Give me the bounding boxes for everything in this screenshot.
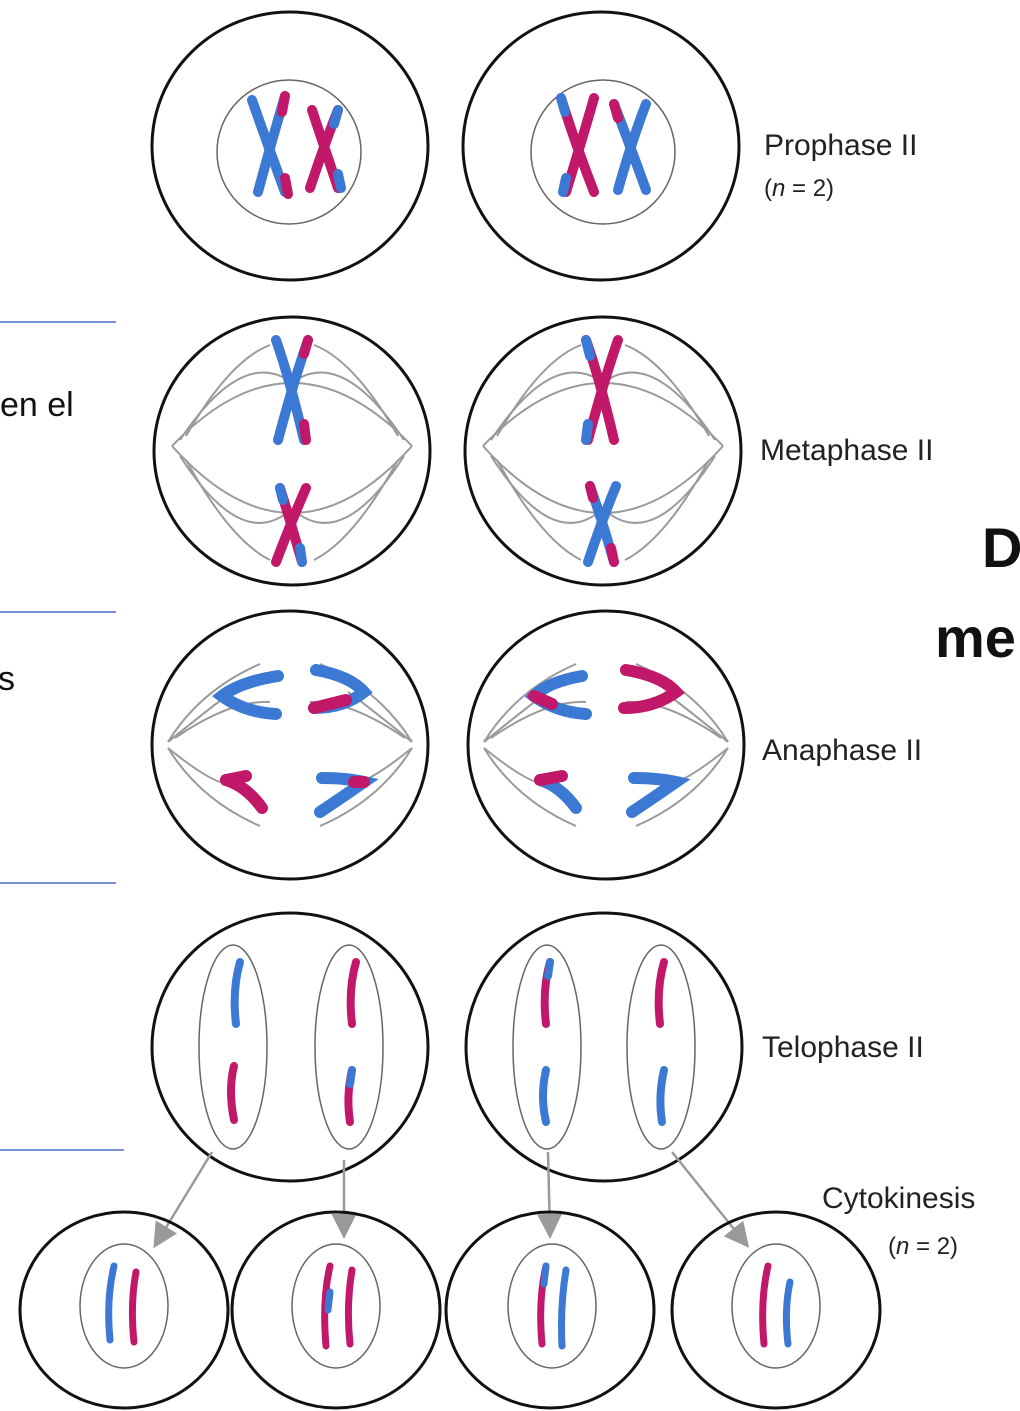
- anaphase-cell-right: [468, 611, 744, 879]
- nucleus: [531, 80, 675, 224]
- chromosome: [614, 104, 646, 190]
- cytokinesis-label: Cytokinesis: [822, 1182, 975, 1215]
- anaphase-cell-left: [152, 611, 428, 879]
- daughter-cell-4: [672, 1212, 880, 1408]
- anaphase-ii-row: Anaphase II: [152, 611, 922, 879]
- arrow-icon: [548, 1152, 550, 1234]
- arrow-icon: [672, 1152, 746, 1244]
- prophase-ii-row: Prophase II (n = 2): [152, 12, 917, 280]
- prophase-cell-right: [463, 12, 739, 280]
- prophase-cell-left: [152, 12, 428, 280]
- prophase-label: Prophase II: [764, 129, 917, 162]
- nucleus: [732, 1244, 820, 1368]
- prophase-ploidy: (n = 2): [764, 175, 834, 202]
- nucleus: [292, 1244, 380, 1368]
- chromatid: [543, 1070, 546, 1122]
- chromosome: [588, 486, 616, 562]
- chromatid: [231, 1066, 234, 1120]
- spindle-fibers: [484, 664, 728, 826]
- division-arrows: [156, 1152, 746, 1244]
- metaphase-cell-left: [154, 317, 430, 585]
- chromosome: [252, 96, 288, 194]
- daughter-cell-3: [446, 1212, 654, 1408]
- chromatid: [624, 670, 676, 708]
- chromosome: [276, 340, 308, 440]
- daughter-cell-1: [20, 1212, 228, 1408]
- chromatid: [632, 778, 676, 812]
- nucleus: [80, 1244, 168, 1368]
- metaphase-label: Metaphase II: [760, 434, 933, 467]
- cytokinesis-ploidy: (n = 2): [888, 1233, 958, 1260]
- telophase-ii-row: Telophase II: [152, 913, 924, 1181]
- spindle-fibers: [168, 664, 412, 826]
- nucleus: [508, 1244, 596, 1368]
- daughter-cell-2: [232, 1212, 440, 1408]
- chromatid: [351, 962, 356, 1024]
- divider-lines: [0, 322, 124, 1150]
- chromatid: [659, 962, 664, 1024]
- chromosome: [586, 340, 618, 440]
- metaphase-ii-row: Metaphase II: [154, 317, 933, 585]
- chromatid: [660, 1070, 664, 1122]
- chromosome: [310, 110, 341, 188]
- telophase-cell-left: [152, 913, 428, 1181]
- chromosome: [561, 98, 594, 192]
- chromatid: [235, 962, 240, 1024]
- telophase-label: Telophase II: [762, 1031, 924, 1064]
- chromosome: [276, 488, 306, 562]
- metaphase-cell-right: [465, 317, 741, 585]
- telophase-cell-right: [466, 913, 742, 1181]
- anaphase-label: Anaphase II: [762, 734, 922, 767]
- cytokinesis-row: Cytokinesis (n = 2): [20, 1182, 975, 1408]
